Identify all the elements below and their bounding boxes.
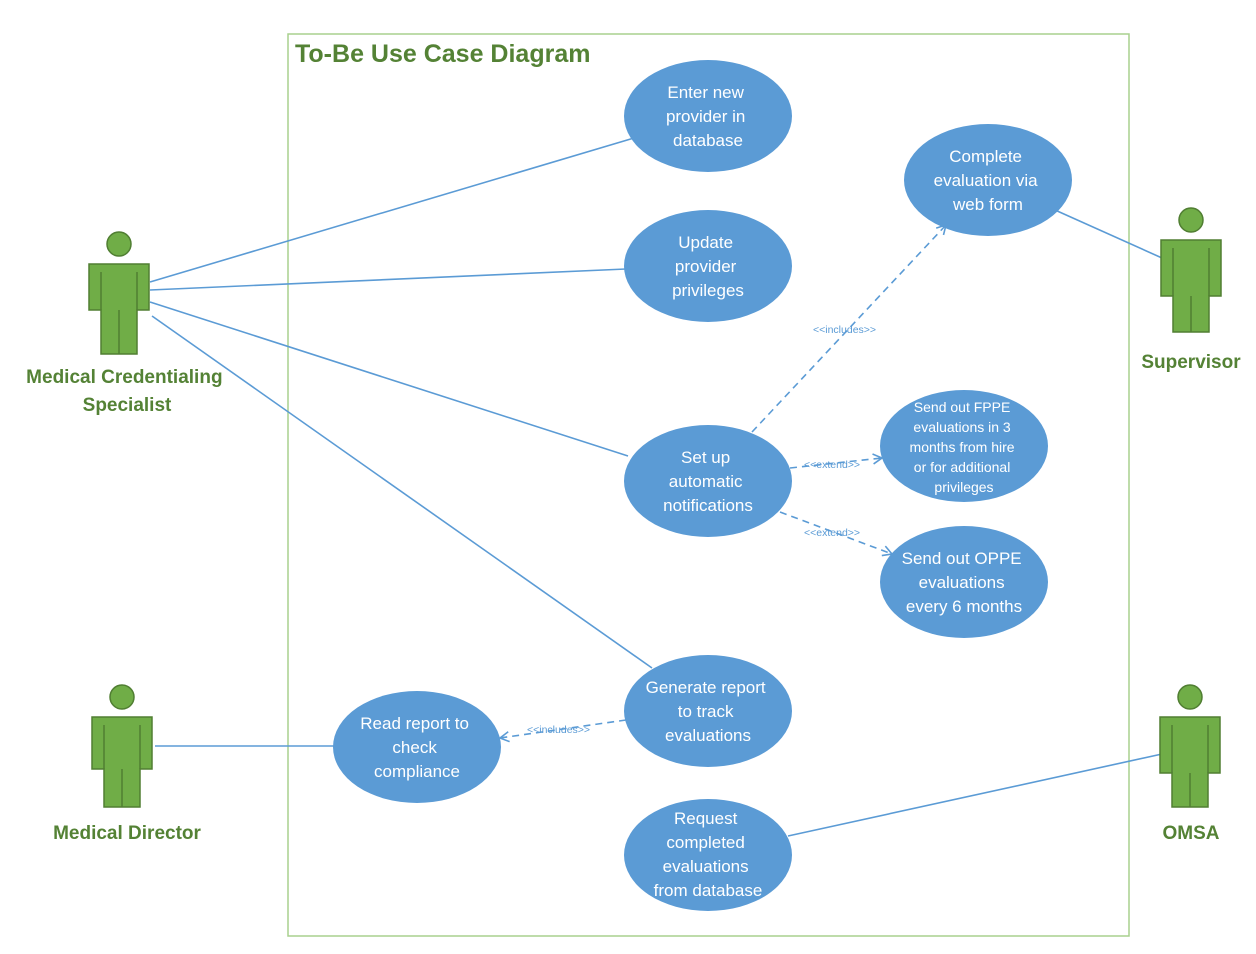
assoc-omsa-request-evaluations [787, 753, 1163, 837]
svg-text:Request completed: Request completed evaluations from datab… [654, 809, 763, 900]
diagram-title: To-Be Use Case Diagram [295, 40, 590, 68]
extend-fppe-line [789, 453, 884, 469]
svg-text:Set up automatic n: Set up automatic notifications [663, 448, 753, 515]
actor-director[interactable] [91, 684, 153, 808]
actor-label-director: Medical Director [53, 823, 201, 844]
svg-text:Read report to check: Read report to check compliance [360, 714, 473, 781]
actor-supervisor[interactable] [1160, 207, 1222, 333]
assoc-specialist-setup-notifications [149, 301, 629, 457]
includes-label-report: <<includes>> [527, 724, 590, 736]
system-boundary [287, 33, 1130, 937]
svg-text:Send out OPPE evaluation: Send out OPPE evaluations every 6 months [902, 549, 1027, 616]
actor-body [88, 263, 150, 355]
extend-label-oppe: <<extend>> [804, 527, 860, 539]
actor-label-omsa: OMSA [1163, 823, 1220, 844]
includes-read-report-line [498, 719, 627, 743]
use-case-request-evaluations[interactable]: Request completed evaluations from datab… [624, 799, 792, 911]
use-case-update-privileges[interactable]: Update provider privileges [624, 210, 792, 322]
includes-label-notifications: <<includes>> [813, 324, 876, 336]
actor-head [106, 231, 132, 257]
svg-text:Generate report to track: Generate report to track evaluations [646, 678, 771, 745]
svg-text:Enter new provider in: Enter new provider in database [666, 83, 750, 150]
actor-label-supervisor: Supervisor [1141, 352, 1241, 373]
assoc-supervisor-complete-evaluation [1054, 209, 1163, 259]
assoc-specialist-update-privileges [149, 268, 627, 291]
actor-head [1178, 207, 1204, 233]
extend-label-fppe: <<extend>> [804, 459, 860, 471]
actor-head [109, 684, 135, 710]
use-case-send-oppe[interactable]: Send out OPPE evaluations every 6 months [880, 526, 1048, 638]
svg-text:Send out FPPE evaluation: Send out FPPE evaluations in 3 months fr… [910, 399, 1019, 495]
dependencies: <<includes>> <<extend>> <<extend>> <<inc… [498, 223, 948, 743]
extend-oppe-line [779, 511, 894, 557]
actor-body [1160, 239, 1222, 333]
actor-label-specialist: Medical Credentialing Specialist [26, 367, 228, 416]
associations [149, 137, 1163, 837]
actor-body [1159, 716, 1221, 808]
use-case-read-report[interactable]: Read report to check compliance [333, 691, 501, 803]
use-case-generate-report[interactable]: Generate report to track evaluations [624, 655, 792, 767]
assoc-specialist-enter-provider [149, 137, 635, 283]
use-case-setup-notifications[interactable]: Set up automatic notifications [624, 425, 792, 537]
svg-text:Complete evaluation via: Complete evaluation via web form [934, 147, 1043, 214]
actor-specialist[interactable] [88, 231, 150, 355]
actor-omsa[interactable] [1159, 684, 1221, 808]
actor-body [91, 716, 153, 808]
use-case-complete-evaluation[interactable]: Complete evaluation via web form [904, 124, 1072, 236]
use-case-enter-provider[interactable]: Enter new provider in database [624, 60, 792, 172]
assoc-specialist-generate-report [151, 315, 653, 669]
svg-text:Update provider pr: Update provider privileges [672, 233, 744, 300]
use-case-send-fppe[interactable]: Send out FPPE evaluations in 3 months fr… [880, 390, 1048, 502]
actor-head [1177, 684, 1203, 710]
